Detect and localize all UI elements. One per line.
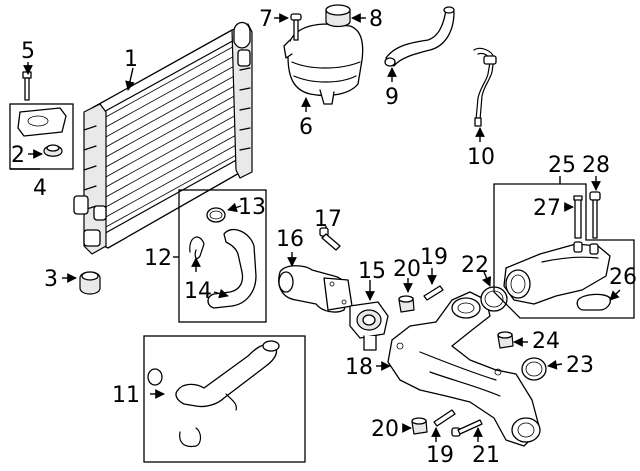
pin-part-19-lower bbox=[433, 409, 456, 427]
callout-12: 12 bbox=[144, 246, 172, 271]
thermostat-housing-part-16 bbox=[278, 265, 353, 313]
callout-14: 14 bbox=[184, 279, 212, 304]
callout-labels: 1 2 3 4 5 6 7 8 9 10 11 12 13 14 15 16 1… bbox=[11, 7, 637, 468]
callout-13: 13 bbox=[238, 195, 266, 220]
callout-22: 22 bbox=[461, 253, 489, 278]
callout-5: 5 bbox=[21, 39, 35, 64]
callout-26: 26 bbox=[609, 265, 637, 290]
leader-lines bbox=[23, 13, 621, 442]
reservoir-cap-part-8 bbox=[325, 4, 351, 28]
callout-10: 10 bbox=[467, 145, 495, 170]
callout-28: 28 bbox=[582, 153, 610, 178]
upper-hose-kit-box bbox=[178, 189, 267, 323]
callout-9: 9 bbox=[385, 85, 399, 110]
callout-16: 16 bbox=[276, 227, 304, 252]
coolant-reservoir bbox=[283, 23, 364, 105]
thermostat-part-15 bbox=[349, 301, 389, 351]
callout-23: 23 bbox=[566, 353, 594, 378]
callout-25: 25 bbox=[548, 153, 576, 178]
callout-20-upper: 20 bbox=[393, 257, 421, 282]
callout-19-upper: 19 bbox=[420, 245, 448, 270]
callout-7: 7 bbox=[259, 7, 273, 32]
callout-24: 24 bbox=[532, 329, 560, 354]
grommet-part-3 bbox=[79, 271, 101, 295]
callout-20-lower: 20 bbox=[371, 417, 399, 442]
callout-11: 11 bbox=[112, 383, 140, 408]
callout-2: 2 bbox=[11, 143, 25, 168]
hose-part-9 bbox=[384, 6, 455, 67]
bolt-part-21 bbox=[451, 419, 483, 437]
callout-6: 6 bbox=[299, 115, 313, 140]
callout-1: 1 bbox=[124, 47, 138, 72]
callout-17: 17 bbox=[314, 207, 342, 232]
lower-hose-kit-box bbox=[143, 335, 306, 463]
bolt-part-5 bbox=[22, 71, 32, 101]
callout-4: 4 bbox=[33, 176, 47, 201]
radiator bbox=[73, 21, 253, 255]
outlet-kit-box bbox=[493, 183, 635, 319]
callout-18: 18 bbox=[345, 355, 373, 380]
hose-part-10 bbox=[473, 47, 497, 127]
callout-8: 8 bbox=[369, 7, 383, 32]
callout-27: 27 bbox=[533, 196, 561, 221]
bracket-kit-box bbox=[9, 103, 74, 170]
water-outlet-housing-part-18 bbox=[387, 291, 541, 447]
nut-part-20-lower bbox=[411, 417, 428, 435]
nut-part-20-upper bbox=[398, 295, 415, 313]
callout-21: 21 bbox=[472, 443, 500, 468]
o-ring-part-23 bbox=[521, 357, 547, 381]
bolt-part-17 bbox=[319, 227, 341, 251]
callout-19-lower: 19 bbox=[426, 443, 454, 468]
callout-15: 15 bbox=[358, 259, 386, 284]
nut-part-24 bbox=[497, 331, 514, 349]
callout-3: 3 bbox=[44, 267, 58, 292]
bolt-part-7 bbox=[290, 13, 302, 41]
pin-part-19-upper bbox=[423, 285, 444, 301]
